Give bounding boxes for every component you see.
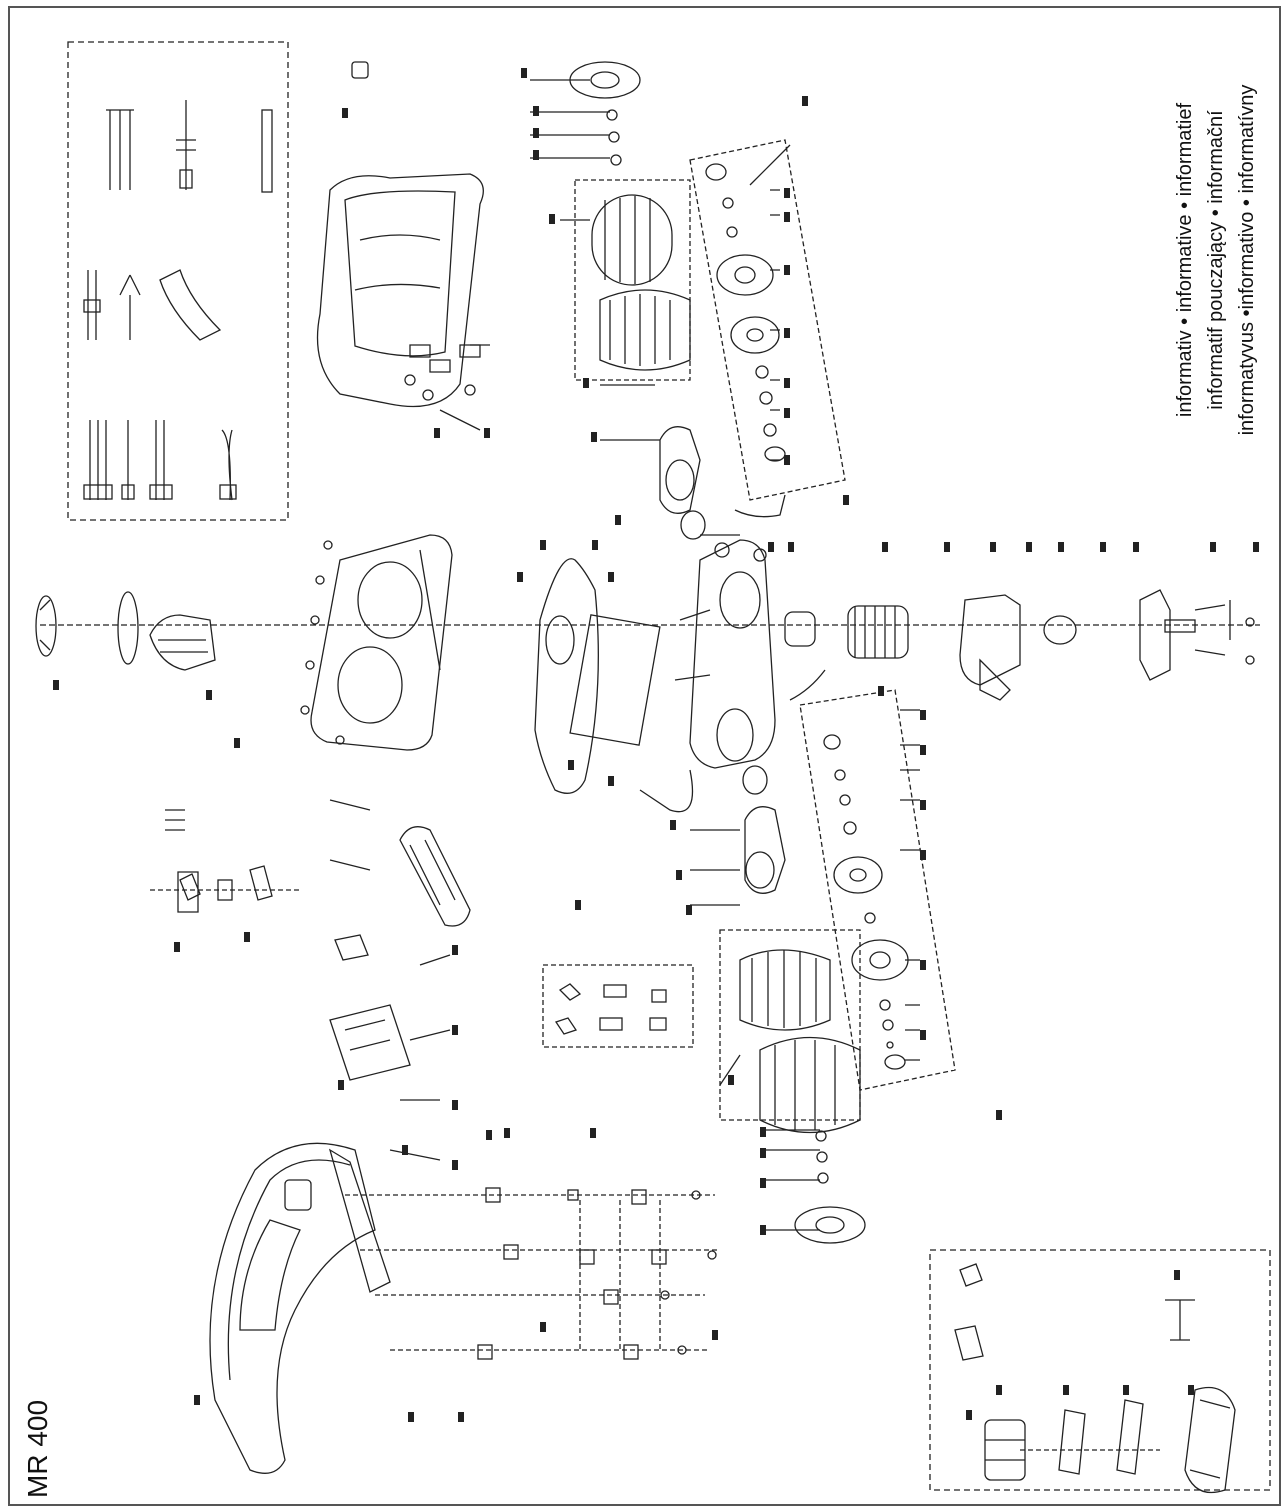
- leader-lines: [329, 79, 920, 1231]
- wheel-group-box-lower: [719, 929, 861, 1121]
- wheel-group-box-upper: [574, 179, 691, 381]
- accessory-box-bottom: [929, 1249, 1271, 1491]
- motor-mount: [1139, 589, 1255, 681]
- bumper-arm: [399, 826, 471, 927]
- main-chassis: [674, 539, 776, 769]
- hub-assembly-upper: [659, 426, 706, 540]
- legend-block: informativ • informative • informatief i…: [1170, 40, 1263, 480]
- legend-line-3: informatyvus •informativo • informatívny: [1236, 84, 1258, 436]
- legend-line-1: informativ • informative • informatief: [1174, 102, 1196, 418]
- cutter-head: [35, 591, 216, 671]
- electronics-box: [542, 964, 694, 1048]
- chassis-plate: [300, 534, 453, 751]
- accessory-box-top: [67, 41, 289, 521]
- model-name: MR 400: [22, 1399, 53, 1498]
- wheel-kit-lower: [799, 689, 956, 1091]
- mower-body-shell: [209, 1142, 391, 1474]
- shaft-rods: [639, 494, 826, 813]
- sensor-cap: [351, 61, 369, 79]
- upper-frame: [316, 173, 484, 408]
- hub-assembly-lower: [742, 765, 786, 894]
- sensor-block: [329, 934, 411, 1081]
- wheel-kit-upper: [689, 139, 846, 501]
- gasket-plate: [569, 614, 661, 746]
- part-number-markers: [53, 68, 1259, 1422]
- wheel-rear-lower: [739, 949, 866, 1244]
- control-panel-parts: [150, 809, 300, 913]
- wheel-rear-upper: [569, 61, 691, 371]
- drive-motor: [784, 594, 1077, 701]
- blade-guard: [534, 558, 599, 794]
- electronics-parts: [554, 983, 667, 1035]
- diagram-frame: [8, 6, 1281, 1506]
- legend-line-2: informatif pouczający • informační: [1205, 110, 1227, 410]
- rear-axle-links: [345, 1194, 720, 1351]
- rear-fasteners: [477, 1187, 717, 1360]
- charging-station-parts: [954, 1263, 1236, 1494]
- cable-set-icons: [83, 100, 273, 501]
